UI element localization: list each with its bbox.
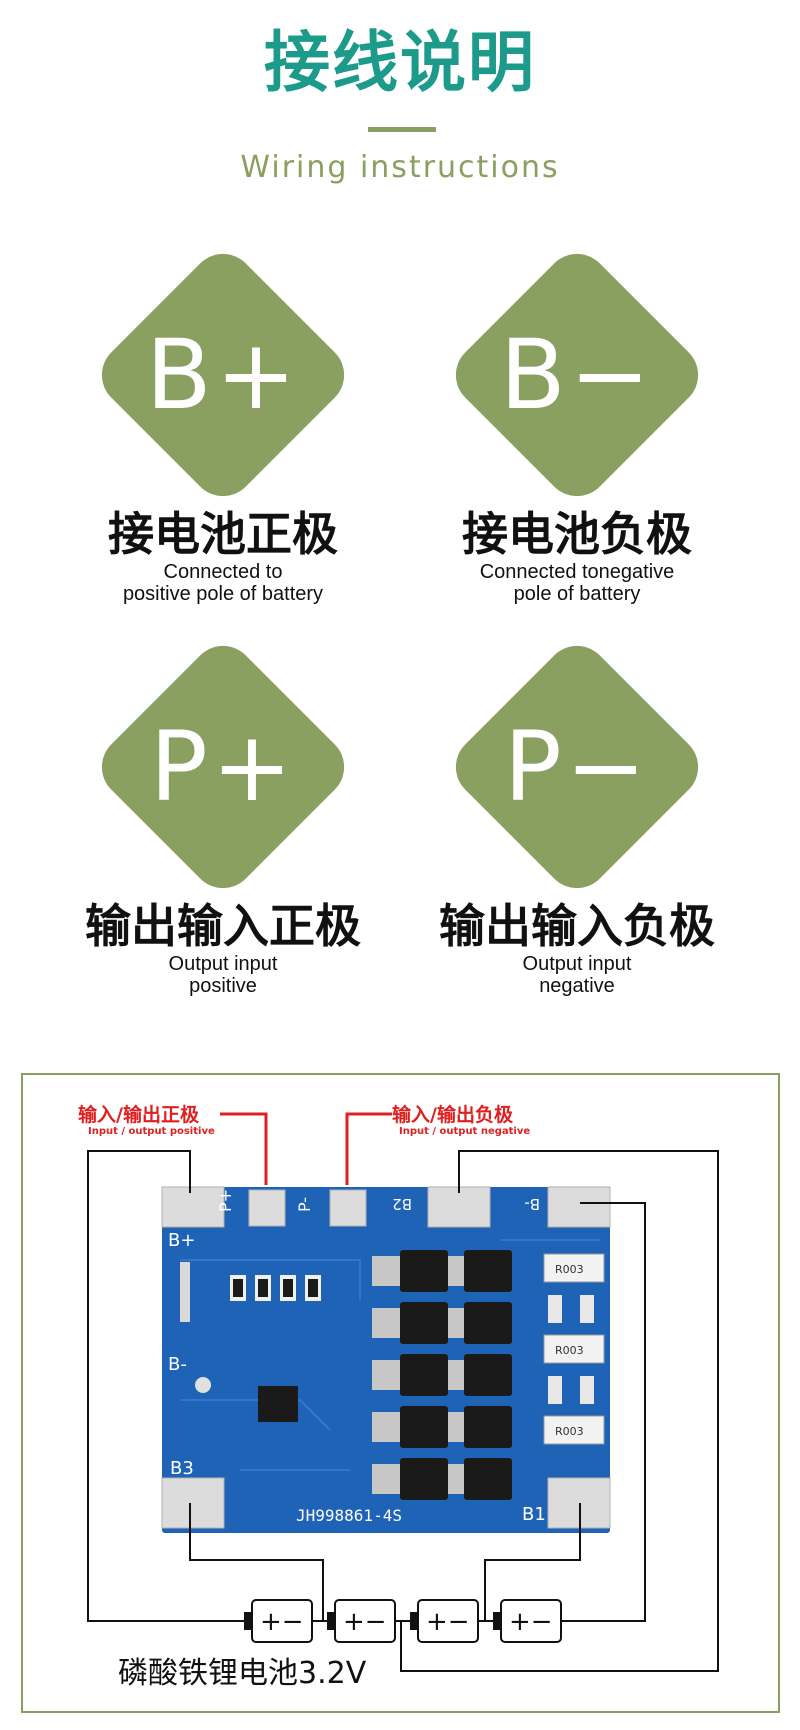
pcb-pads bbox=[161, 1186, 611, 1529]
page-title: 接线说明 bbox=[264, 24, 536, 101]
pad-label-b-minus-top: B- bbox=[524, 1195, 540, 1213]
positive-io-label-en: Input / output positive bbox=[88, 1126, 215, 1137]
pad-label-b-plus: B+ bbox=[168, 1230, 195, 1251]
wiring-diagram-frame bbox=[21, 1073, 780, 1713]
wires bbox=[87, 1150, 719, 1672]
card-title-cn: 输出输入负极 bbox=[439, 899, 715, 953]
battery-cell bbox=[410, 1599, 479, 1643]
pad-label-b-minus: B- bbox=[168, 1354, 187, 1375]
card-title-cn: 输出输入正极 bbox=[85, 899, 361, 953]
card-desc-line1: Connected to bbox=[163, 560, 283, 583]
card-title-cn: 接电池负极 bbox=[462, 507, 692, 561]
card-p-plus: P+ 输出输入正极 Output input positive bbox=[43, 632, 403, 998]
badge-symbol: P− bbox=[503, 711, 651, 823]
diamond-badge: P+ bbox=[88, 632, 358, 902]
diamond-badge: P− bbox=[442, 632, 712, 902]
diamond-badge: B− bbox=[442, 240, 712, 510]
card-desc-line2: positive bbox=[189, 975, 257, 998]
badge-symbol: P+ bbox=[149, 711, 297, 823]
resistor-label: R003 bbox=[555, 1344, 584, 1357]
card-desc-line1: Output input bbox=[168, 952, 278, 975]
negative-io-label-en: Input / output negative bbox=[399, 1126, 531, 1137]
diamond-badge: B+ bbox=[88, 240, 358, 510]
card-b-minus: B− 接电池负极 Connected tonegative pole of ba… bbox=[397, 240, 757, 606]
card-desc-line1: Output input bbox=[522, 952, 632, 975]
title-underline bbox=[368, 127, 436, 132]
card-p-minus: P− 输出输入负极 Output input negative bbox=[397, 632, 757, 998]
cell-polarity: +− bbox=[426, 1607, 470, 1637]
card-desc-line2: positive pole of battery bbox=[122, 583, 324, 606]
card-b-plus: B+ 接电池正极 Connected to positive pole of b… bbox=[43, 240, 403, 606]
page-subtitle: Wiring instructions bbox=[240, 150, 560, 185]
cell-polarity: +− bbox=[509, 1607, 553, 1637]
negative-io-label: 输入/输出负极 bbox=[392, 1104, 513, 1126]
protection-ic bbox=[258, 1386, 298, 1422]
positive-io-label: 输入/输出正极 bbox=[78, 1104, 199, 1126]
pcb-model-text: JH998861-4S bbox=[296, 1506, 402, 1525]
battery-cells bbox=[244, 1599, 562, 1643]
card-desc-line1: Connected tonegative bbox=[479, 560, 675, 583]
mosfet-array bbox=[400, 1250, 512, 1500]
pad-label-b3: B3 bbox=[170, 1458, 194, 1479]
battery-type-label: 磷酸铁锂电池3.2V bbox=[118, 1656, 367, 1691]
cell-polarity: +− bbox=[343, 1607, 387, 1637]
badge-symbol: B+ bbox=[145, 319, 301, 431]
card-desc-line2: pole of battery bbox=[513, 583, 641, 606]
resistor-label: R003 bbox=[555, 1425, 584, 1438]
pad-label-b2: B2 bbox=[392, 1195, 412, 1213]
sense-resistors bbox=[543, 1253, 605, 1445]
red-leader-lines bbox=[220, 1112, 392, 1185]
resistor-label: R003 bbox=[555, 1263, 584, 1276]
pcb-board bbox=[161, 1186, 611, 1533]
card-desc-line2: negative bbox=[539, 975, 615, 998]
battery-cell bbox=[493, 1599, 562, 1643]
pad-label-p-plus: P+ bbox=[216, 1189, 235, 1212]
pad-label-p-minus: P- bbox=[295, 1197, 314, 1212]
card-title-cn: 接电池正极 bbox=[108, 507, 338, 561]
pad-label-b1: B1 bbox=[522, 1504, 546, 1525]
cell-polarity: +− bbox=[260, 1607, 304, 1637]
badge-symbol: B− bbox=[499, 319, 655, 431]
